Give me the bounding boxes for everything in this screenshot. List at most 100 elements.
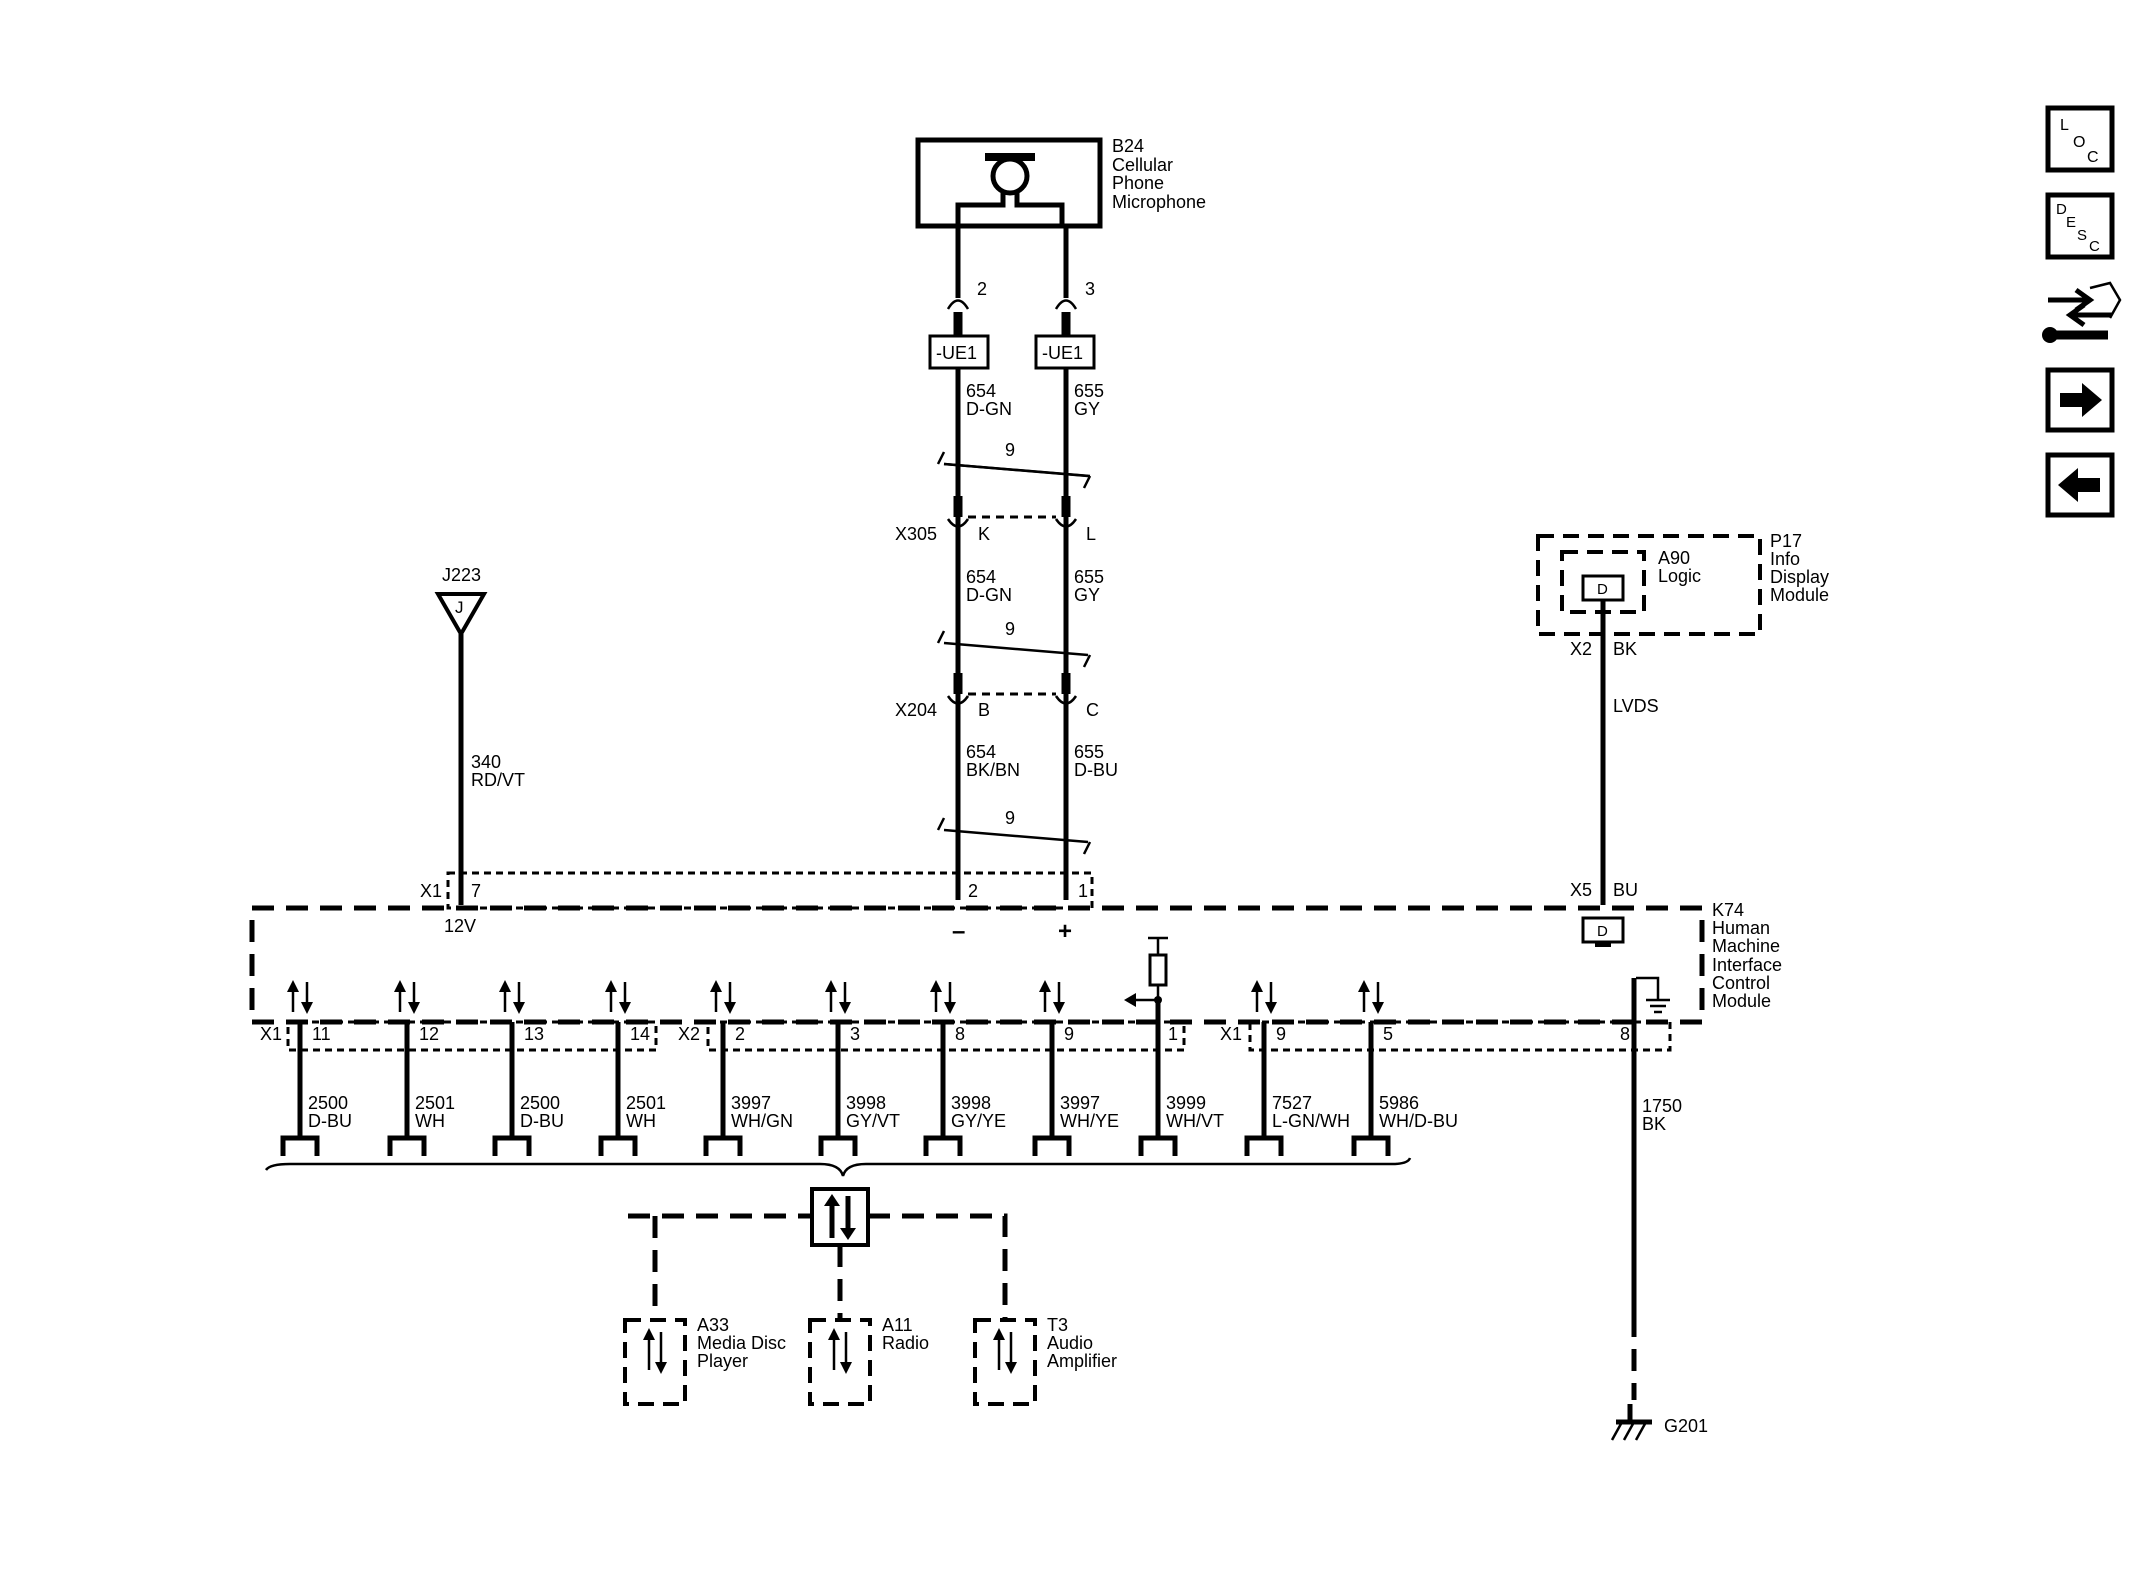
- wire-655-seg2-color: GY: [1074, 585, 1100, 605]
- wire-654-seg1-num: 654: [966, 381, 996, 401]
- p17-ref: P17: [1770, 531, 1802, 551]
- bottom-wire-set: 112500D-BU122501WH132500D-BU142501WH2399…: [280, 978, 1682, 1400]
- bidirectional-signal-arrow-icon: [825, 980, 851, 1014]
- twist-count-3: 9: [1005, 808, 1015, 828]
- option-right-label: -UE1: [1042, 343, 1083, 363]
- bottom-pin-number: 8: [955, 1024, 965, 1044]
- ground-g201-icon: [1610, 1404, 1652, 1441]
- bottom-wire-color: GY/VT: [846, 1111, 900, 1131]
- internal-ground-icon: [1636, 976, 1670, 1014]
- bidirectional-signal-arrow-icon: [1039, 980, 1065, 1014]
- termination-resistor-icon: [1124, 936, 1168, 1007]
- wire-terminal: [280, 1135, 320, 1156]
- microphone-icon: [990, 156, 1030, 196]
- bidirectional-signal-arrow-icon: [930, 980, 956, 1014]
- bidirectional-signal-arrow-icon: [710, 980, 736, 1014]
- j223-letter: J: [455, 598, 464, 617]
- bottom-wire-color: BK: [1642, 1114, 1666, 1134]
- wire-terminal: [1138, 1135, 1178, 1156]
- k74-display-connector-icon: [1581, 916, 1625, 944]
- loc-letter-c: C: [2087, 149, 2099, 166]
- bottom-wire-number: 7527: [1272, 1093, 1312, 1113]
- p17-name-line-3: Module: [1770, 585, 1829, 605]
- bottom-pin-number: 14: [630, 1024, 650, 1044]
- wire-654-seg1-color: D-GN: [966, 399, 1012, 419]
- device-name-line: Player: [697, 1351, 748, 1371]
- twisted-pair-marker: [936, 817, 1092, 855]
- loc-letter-l: L: [2060, 117, 2069, 134]
- microphone-name-line-3: Microphone: [1112, 192, 1206, 212]
- top-x1-connector-housing: [446, 871, 1094, 910]
- wire-340-color: RD/VT: [471, 770, 525, 790]
- twist-count-1: 9: [1005, 440, 1015, 460]
- j223-ref: J223: [442, 565, 481, 585]
- bidirectional-signal-arrow-icon: [1358, 980, 1384, 1014]
- bottom-wire-number: 2500: [308, 1093, 348, 1113]
- wire-655-seg2-num: 655: [1074, 567, 1104, 587]
- twisted-pair-marker: [936, 630, 1092, 668]
- device-ref: A33: [697, 1315, 729, 1335]
- bottom-pin-number: 2: [735, 1024, 745, 1044]
- bottom-x2-label: X2: [678, 1024, 700, 1044]
- x305-pin-k: K: [978, 524, 990, 544]
- k74-name-line-4: Control: [1712, 973, 1770, 993]
- desc-letter-s: S: [2077, 227, 2087, 244]
- diagnostic-tool-icon[interactable]: [2042, 281, 2122, 343]
- wire-terminal: [492, 1135, 532, 1156]
- bottom-x1-right-label: X1: [1220, 1024, 1242, 1044]
- p17-name-line-1: Info: [1770, 549, 1800, 569]
- k74-x5-color: BU: [1613, 880, 1638, 900]
- bottom-wire-color: D-BU: [520, 1111, 564, 1131]
- next-page-arrow-icon[interactable]: [2045, 367, 2115, 433]
- wire-655-seg3-color: D-BU: [1074, 760, 1118, 780]
- bottom-pin-number: 5: [1383, 1024, 1393, 1044]
- device-ref: A11: [882, 1315, 913, 1335]
- twisted-pair-marker: [936, 451, 1092, 489]
- bottom-x1-left-label: X1: [260, 1024, 282, 1044]
- lvds-label: LVDS: [1613, 696, 1659, 716]
- description-view-icon[interactable]: D E S C: [2045, 192, 2115, 260]
- k74-pin-7: 7: [471, 881, 481, 901]
- bottom-wire-number: 3998: [846, 1093, 886, 1113]
- bottom-wire-color: WH/YE: [1060, 1111, 1119, 1131]
- bottom-wire-color: D-BU: [308, 1111, 352, 1131]
- wire-655-seg3-num: 655: [1074, 742, 1104, 762]
- bottom-x1-connector-housing: [286, 1020, 658, 1052]
- location-view-icon[interactable]: L O C: [2045, 105, 2115, 173]
- k74-signal-arrows: [287, 980, 1384, 1014]
- wire-terminal: [1351, 1135, 1391, 1156]
- previous-page-arrow-icon[interactable]: [2045, 452, 2115, 518]
- wire-654-seg3-color: BK/BN: [966, 760, 1020, 780]
- data-bus-icon[interactable]: [810, 1187, 870, 1247]
- bottom-wire-number: 5986: [1379, 1093, 1419, 1113]
- device-name-line: Radio: [882, 1333, 929, 1353]
- wire-654-seg3-num: 654: [966, 742, 996, 762]
- microphone-pin-right: 3: [1085, 279, 1095, 299]
- wire-terminal: [923, 1135, 963, 1156]
- bottom-wire-color: WH: [626, 1111, 656, 1131]
- microphone-name-line-2: Phone: [1112, 173, 1164, 193]
- wire-654-seg2-color: D-GN: [966, 585, 1012, 605]
- bottom-pin-number: 3: [850, 1024, 860, 1044]
- wire-terminal: [387, 1135, 427, 1156]
- x305-connector: X305: [895, 524, 937, 544]
- wire-terminal: [598, 1135, 638, 1156]
- k74-plus: +: [1058, 918, 1072, 945]
- p17-x2-color: BK: [1613, 639, 1637, 659]
- bottom-pin-number: 8: [1620, 1024, 1630, 1044]
- twist-count-2: 9: [1005, 619, 1015, 639]
- wire-terminal: [818, 1135, 858, 1156]
- p17-x2-connector: X2: [1570, 639, 1592, 659]
- bottom-pin-number: 12: [419, 1024, 439, 1044]
- device-name-line: Audio: [1047, 1333, 1093, 1353]
- a90-ref: A90: [1658, 548, 1690, 568]
- cellular-phone-microphone: [915, 137, 1103, 229]
- bidirectional-signal-arrow-icon: [1251, 980, 1277, 1014]
- k74-pin-1: 1: [1078, 881, 1088, 901]
- harness-brace: [264, 1157, 1412, 1177]
- option-left-label: -UE1: [936, 343, 977, 363]
- wire-terminal: [1032, 1135, 1072, 1156]
